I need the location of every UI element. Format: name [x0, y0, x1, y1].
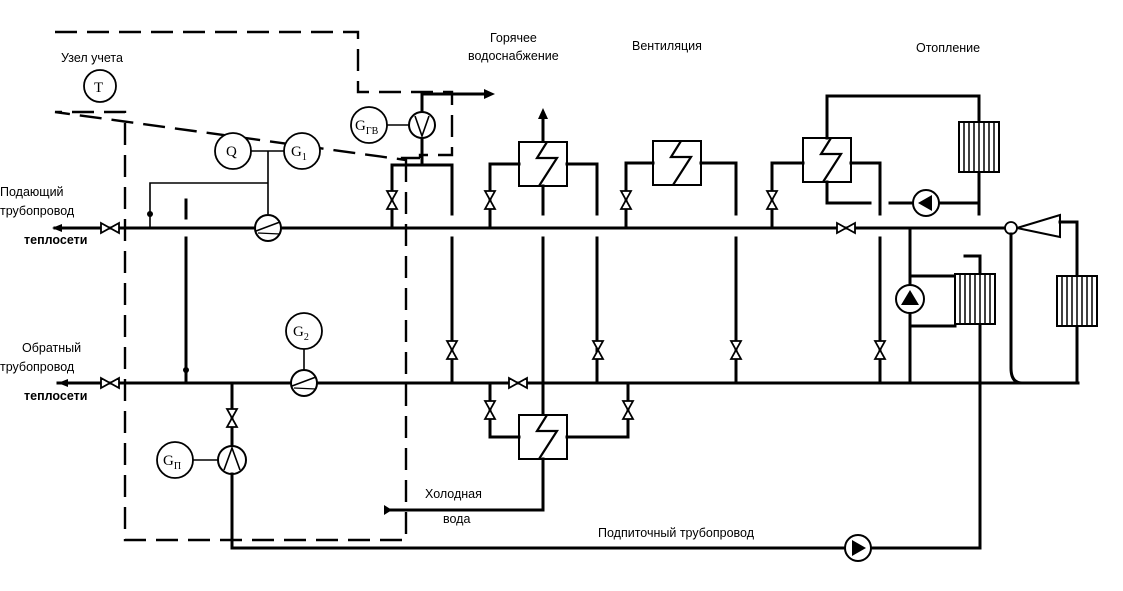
return-label-2: трубопровод	[0, 360, 75, 374]
valve-icon	[446, 340, 458, 360]
return-inlet-valve-icon	[100, 377, 120, 389]
metering-unit-boundary	[54, 30, 454, 542]
supply-label-3: теплосети	[24, 233, 87, 247]
hot-water-label-1: Горячее	[490, 31, 537, 45]
valve-icon	[484, 190, 496, 210]
supply-inlet-arrow-icon	[52, 224, 62, 232]
heat-meter-q-label: Q	[226, 144, 237, 160]
radiator-icon	[1056, 275, 1098, 327]
flowmeter-g2-icon	[285, 312, 323, 350]
hot-water-heater-upper-icon	[517, 140, 569, 188]
cold-water-label-2: вода	[443, 512, 470, 526]
valve-icon	[730, 340, 742, 360]
metering-unit-label: Узел учета	[61, 51, 123, 65]
hot-water-heater-lower-icon	[517, 413, 569, 461]
flowmeter-ggv-label: GГВ	[355, 118, 379, 137]
hot-water-label-2: водоснабжение	[468, 49, 559, 63]
supply-label-2: трубопровод	[0, 204, 75, 218]
temperature-sensor-label: T	[94, 80, 103, 96]
return-main-valve-icon	[508, 377, 528, 389]
heating-heater-icon	[801, 136, 853, 184]
flowmeter-g2-label: G2	[293, 324, 309, 343]
radiator-icon	[954, 273, 996, 325]
valve-icon	[484, 400, 496, 420]
makeup-line-label: Подпиточный трубопровод	[598, 526, 755, 540]
radiator-icon	[958, 121, 1000, 173]
flowmeter-g1-icon	[283, 132, 321, 170]
ventilation-heater-icon	[651, 139, 703, 187]
makeup-pipe	[230, 254, 982, 550]
valve-icon	[386, 190, 398, 210]
cold-water-label-1: Холодная	[425, 487, 482, 501]
elevator-junction-icon	[1004, 221, 1018, 235]
makeup-valve-icon	[226, 408, 238, 428]
return-label-3: теплосети	[24, 389, 87, 403]
flowmeter-g1-label: G1	[291, 144, 307, 163]
heating-label: Отопление	[916, 41, 980, 55]
valve-icon	[622, 400, 634, 420]
flowmeter-gp-label: GП	[163, 453, 181, 472]
ventilation-label: Вентиляция	[632, 39, 702, 53]
valve-icon	[592, 340, 604, 360]
elevator-icon	[1016, 213, 1061, 239]
supply-main-valve-icon	[836, 222, 856, 234]
return-outlet-arrow-icon	[58, 379, 68, 387]
flowmeter-gp-icon	[156, 441, 194, 479]
temperature-sensor-icon	[83, 69, 117, 103]
supply-flow-sensor-icon	[254, 214, 282, 242]
valve-icon	[766, 190, 778, 210]
supply-inlet-valve-icon	[100, 222, 120, 234]
supply-label-1: Подающий	[0, 185, 64, 199]
return-label-1: Обратный	[22, 341, 81, 355]
valve-icon	[620, 190, 632, 210]
flowmeter-ggv-icon	[350, 106, 388, 144]
return-flow-sensor-icon	[290, 369, 318, 397]
valve-icon	[874, 340, 886, 360]
hot-water-outlet-arrow-icon	[484, 89, 495, 99]
